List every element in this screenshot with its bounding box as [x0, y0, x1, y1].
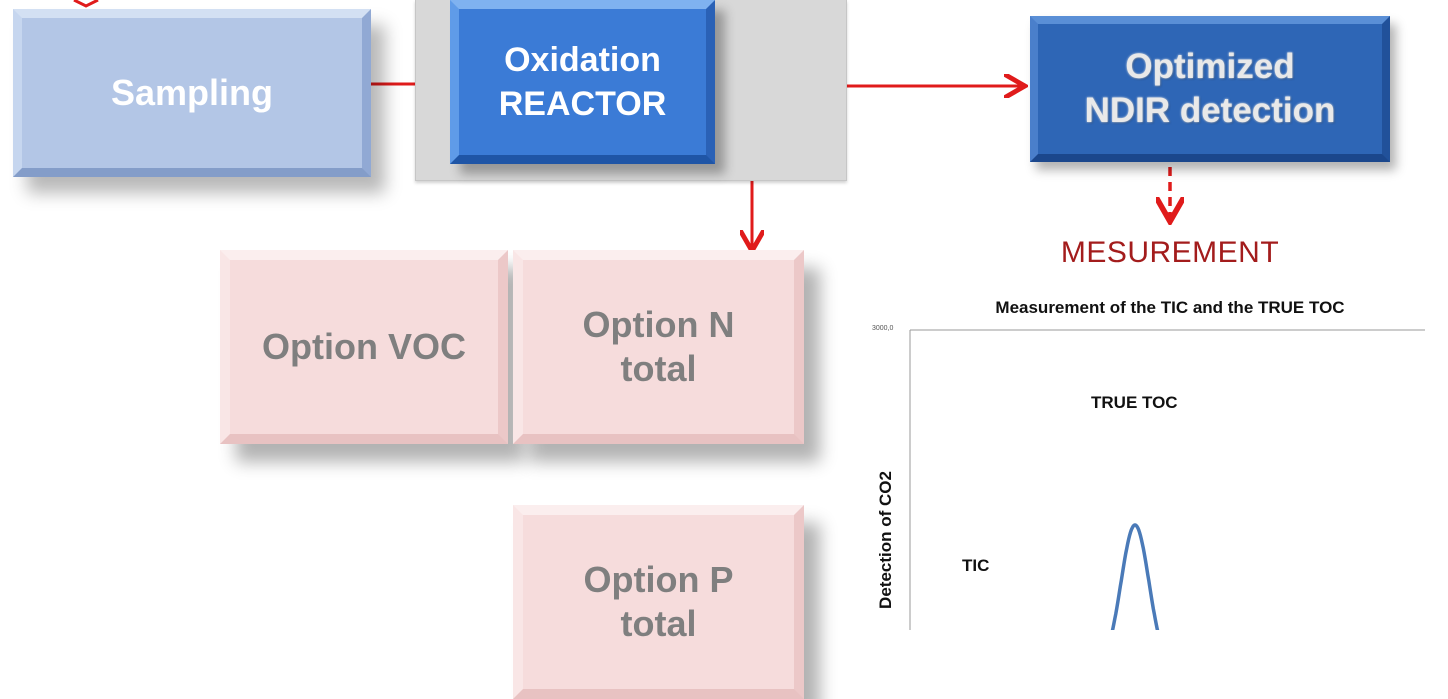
option-n-label-line2: total — [620, 348, 697, 389]
option-n-total-box: Option N total — [513, 250, 804, 444]
incoming-arrow-fragment — [73, 0, 99, 8]
true-toc-peak-label: TRUE TOC — [1091, 393, 1178, 412]
chart-plot — [909, 329, 1425, 630]
y-axis-tick-top: 3000,0 — [872, 325, 894, 332]
chart-title: Measurement of the TIC and the TRUE TOC — [995, 298, 1345, 317]
tic-peak-label: TIC — [962, 556, 990, 575]
sampling-box: Sampling — [13, 9, 371, 177]
option-n-label-line1: Option N — [582, 304, 735, 345]
ndir-detection-box: Optimized NDIR detection — [1030, 16, 1390, 162]
option-voc-box: Option VOC — [220, 250, 508, 444]
true-toc-peak-curve — [1110, 523, 1160, 630]
option-voc-label: Option VOC — [262, 326, 466, 367]
measurement-label: MESUREMENT — [1060, 236, 1280, 269]
ndir-label-line1: Optimized — [1125, 47, 1295, 86]
oxidation-reactor-box: Oxidation REACTOR — [450, 0, 715, 164]
option-p-label-line1: Option P — [583, 559, 734, 600]
sampling-label: Sampling — [110, 72, 274, 113]
oxidation-label-line2: REACTOR — [498, 85, 667, 123]
oxidation-label-line1: Oxidation — [504, 41, 661, 79]
ndir-label-line2: NDIR detection — [1084, 91, 1336, 130]
